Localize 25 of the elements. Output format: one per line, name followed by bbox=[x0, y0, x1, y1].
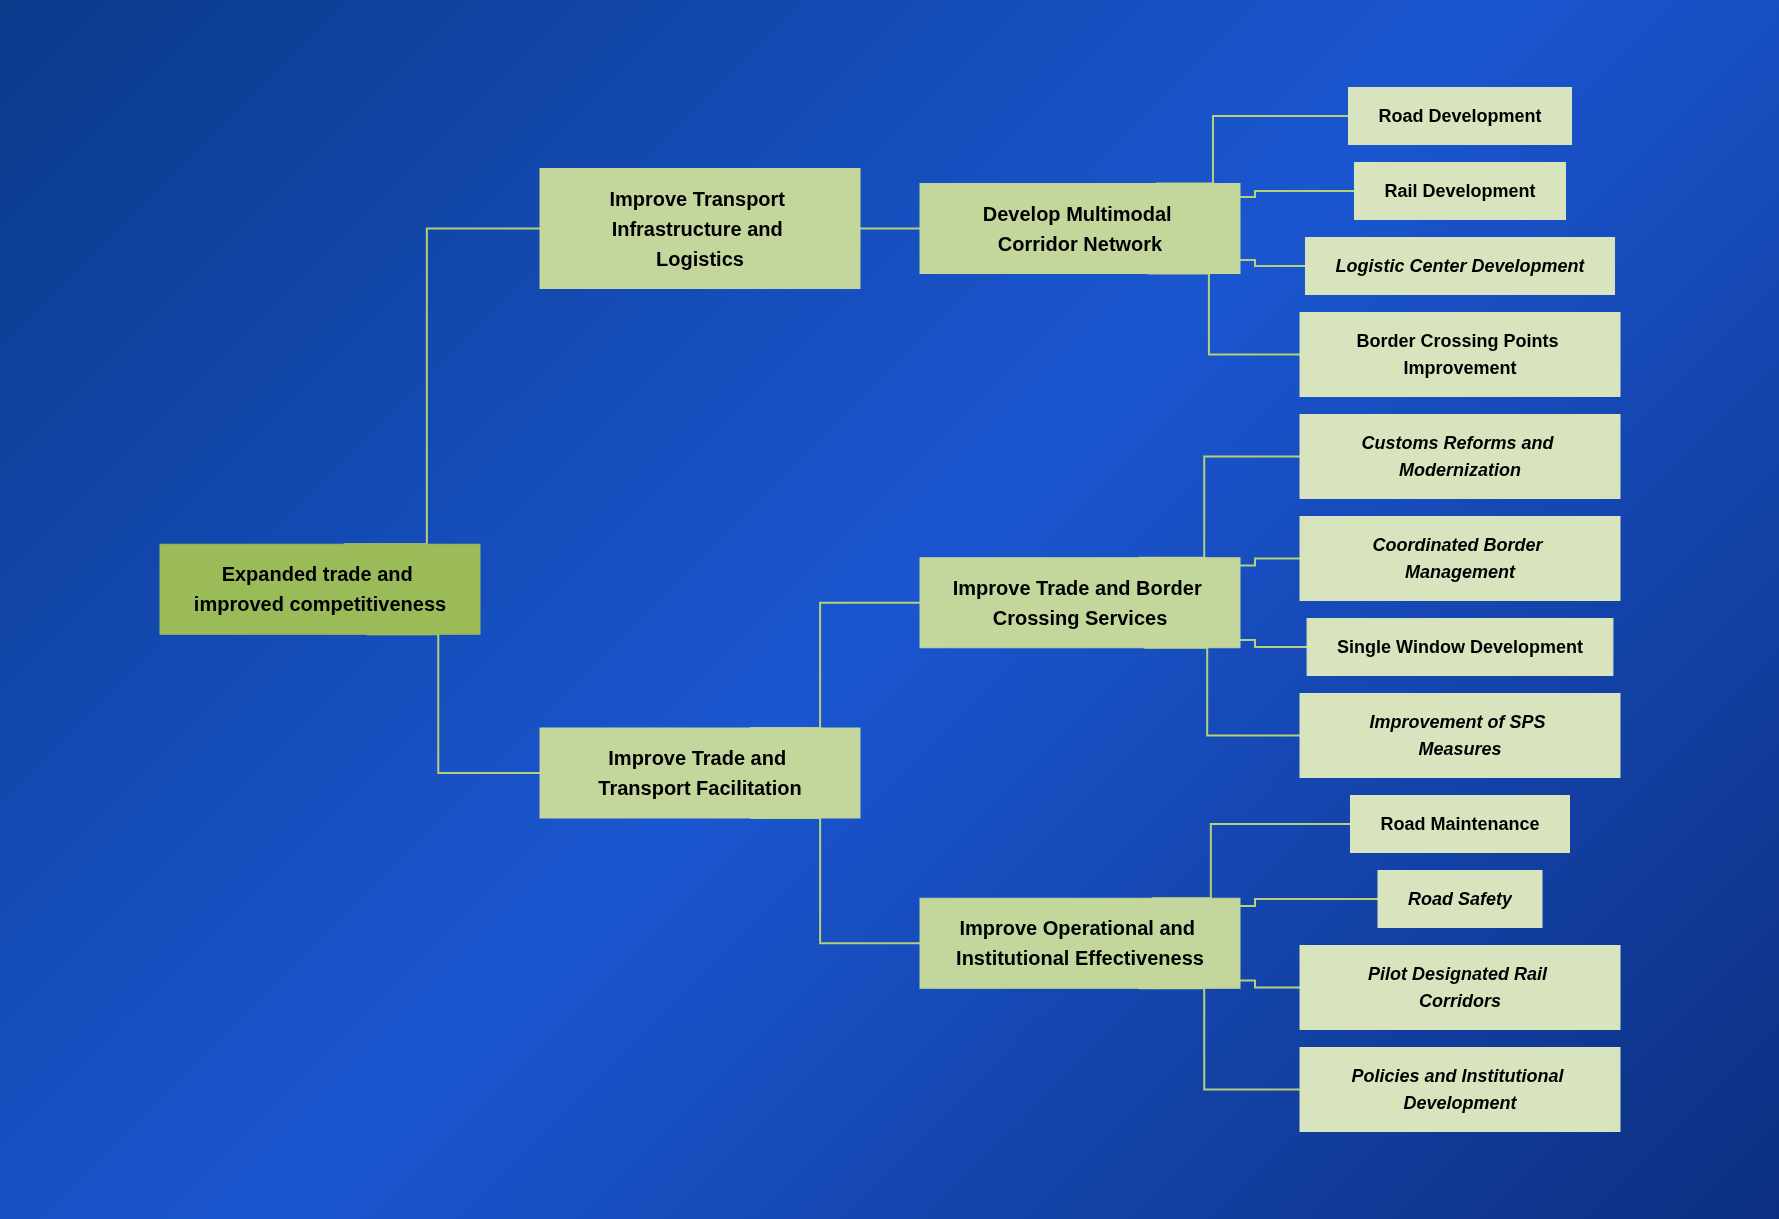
node-box: Policies and Institutional Development bbox=[1299, 1047, 1620, 1132]
node-box: Improve Trade and Border Crossing Services bbox=[919, 557, 1240, 649]
node-box: Logistic Center Development bbox=[1304, 237, 1615, 295]
connector bbox=[1238, 190, 1355, 198]
node-box: Improvement of SPS Measures bbox=[1299, 693, 1620, 778]
node-box: Pilot Designated Rail Corridors bbox=[1299, 945, 1620, 1030]
node-box: Road Development bbox=[1347, 87, 1572, 145]
node-box: Develop Multimodal Corridor Network bbox=[919, 183, 1240, 274]
node-box: Improve Trade and Transport Facilitation bbox=[539, 727, 860, 819]
node-box: Improve Operational and Institutional Effectiveness bbox=[919, 897, 1240, 989]
node-box: Road Safety bbox=[1377, 870, 1542, 928]
connector bbox=[1238, 898, 1379, 907]
node-box: Rail Development bbox=[1353, 162, 1566, 220]
node-box: Coordinated Border Management bbox=[1299, 516, 1620, 601]
connector bbox=[858, 227, 921, 230]
connector bbox=[1238, 557, 1301, 567]
node-box: Single Window Development bbox=[1306, 618, 1613, 676]
node-box: Road Maintenance bbox=[1349, 795, 1570, 853]
connector bbox=[1238, 639, 1308, 648]
connector bbox=[1238, 979, 1301, 989]
node-box: Customs Reforms and Modernization bbox=[1299, 414, 1620, 499]
node-box: Improve Transport Infrastructure and Logistics bbox=[539, 168, 860, 289]
node-box: Border Crossing Points Improvement bbox=[1299, 312, 1620, 397]
node-box: Expanded trade and improved competitiveness bbox=[159, 543, 480, 635]
connector bbox=[1238, 259, 1306, 267]
